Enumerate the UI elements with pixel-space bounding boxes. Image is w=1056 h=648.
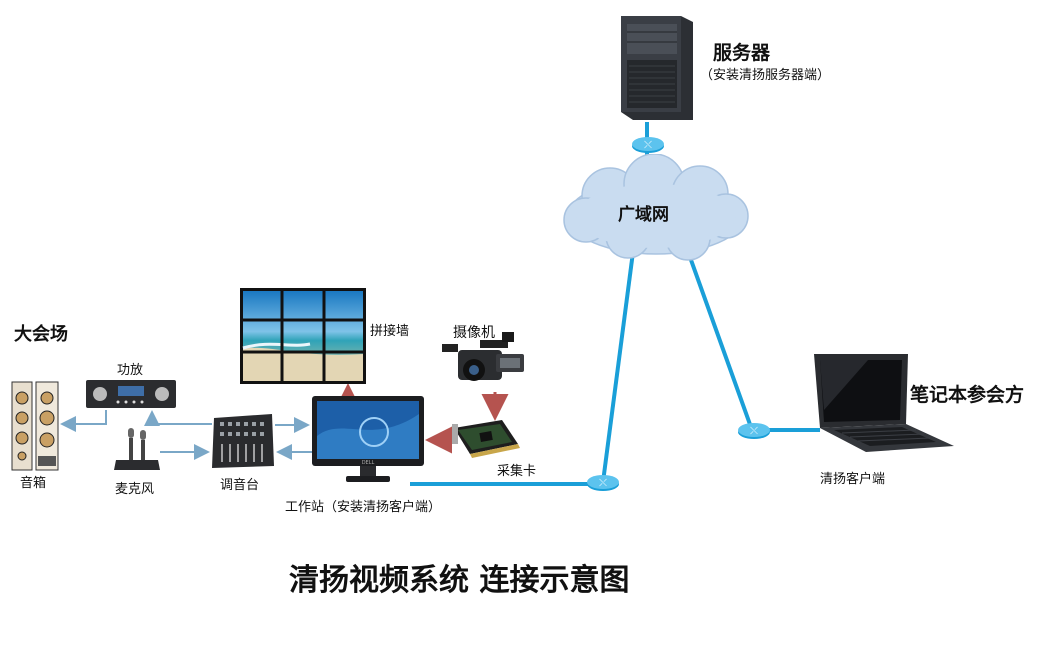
microphone-label: 麦克风 xyxy=(115,482,155,497)
laptop-label: 笔记本参会方 xyxy=(910,384,1025,406)
cloud-icon xyxy=(558,153,754,268)
svg-text:⤬: ⤬ xyxy=(599,478,607,489)
server-icon xyxy=(613,12,697,128)
arrow-amp-to-speaker xyxy=(60,410,107,432)
video-wall-icon xyxy=(240,288,366,388)
svg-text:⤬: ⤬ xyxy=(750,426,758,437)
router-icon: ⤬ xyxy=(586,474,620,496)
workstation-label: 工作站（安装清扬客户端） xyxy=(285,500,442,515)
arrow-mixer-to-amp xyxy=(144,410,212,426)
server-sublabel: （安装清扬服务器端） xyxy=(700,68,831,83)
laptop-icon xyxy=(808,350,956,458)
laptop-sublabel: 清扬客户端 xyxy=(820,472,886,487)
svg-text:DELL: DELL xyxy=(362,460,375,466)
venue-label: 大会场 xyxy=(14,324,68,345)
microphone-icon xyxy=(112,426,162,480)
mixer-icon xyxy=(210,412,276,476)
camera-label: 摄像机 xyxy=(453,325,495,341)
svg-text:⤬: ⤬ xyxy=(644,140,652,151)
router-icon: ⤬ xyxy=(631,136,665,158)
link-wan-laptop xyxy=(684,245,754,431)
camera-icon xyxy=(440,330,526,392)
wan-label: 广域网 xyxy=(618,205,669,225)
diagram-title: 清扬视频系统 连接示意图 xyxy=(289,563,630,598)
mixer-label: 调音台 xyxy=(220,478,260,493)
link-wan-router-workstation xyxy=(601,251,635,483)
server-label: 服务器 xyxy=(713,42,771,64)
amplifier-icon xyxy=(84,376,178,416)
amplifier-label: 功放 xyxy=(117,363,144,378)
speaker-label: 音箱 xyxy=(20,476,47,491)
workstation-icon: DELL xyxy=(312,396,424,488)
capture-card-icon xyxy=(450,418,522,474)
router-icon: ⤬ xyxy=(737,422,771,444)
capture-card-label: 采集卡 xyxy=(497,464,537,479)
speaker-icon xyxy=(10,380,60,476)
video-wall-label: 拼接墙 xyxy=(370,324,410,339)
